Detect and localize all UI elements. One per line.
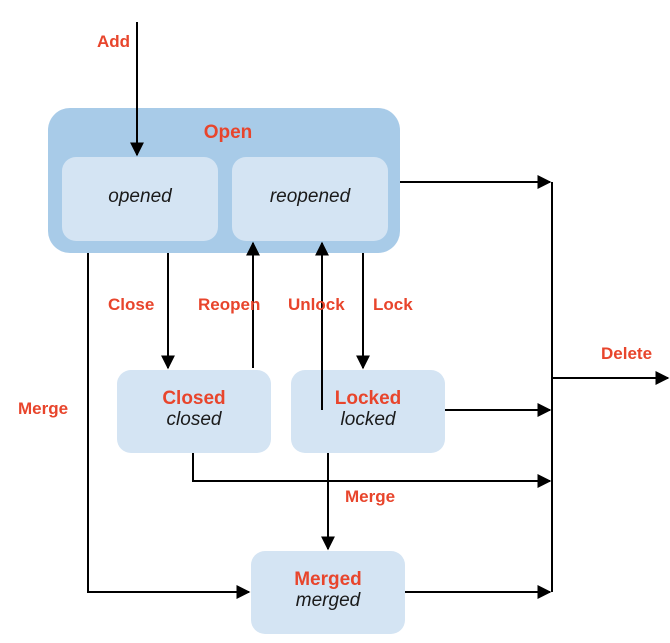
group-title-open: Open (203, 122, 253, 143)
edge-label-lock: Lock (373, 295, 413, 314)
state-box-merged[interactable] (251, 551, 405, 634)
state-box-opened[interactable] (62, 157, 218, 241)
edge-merge-middle (192, 453, 552, 488)
state-box-closed[interactable] (117, 370, 271, 453)
edge-label-delete: Delete (601, 344, 653, 363)
edge-label-unlock: Unlock (288, 295, 345, 314)
edge-label-merge-left: Merge (18, 399, 69, 418)
edge-label-reopen: Reopen (198, 295, 261, 314)
state-box-locked[interactable] (291, 370, 445, 453)
edge-label-merge-middle: Merge (345, 487, 396, 506)
edge-label-close: Close (108, 295, 155, 314)
edge-merge-left (87, 253, 251, 599)
state-box-reopened[interactable] (232, 157, 388, 241)
edge-label-add: Add (97, 32, 131, 51)
